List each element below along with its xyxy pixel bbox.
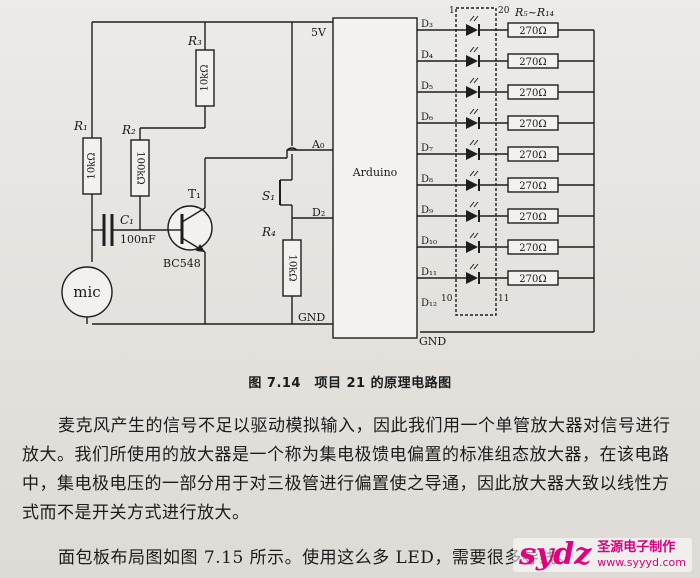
watermark-name: 圣源电子制作 xyxy=(597,540,676,555)
pin-label-10: D₁₂ xyxy=(421,298,437,309)
led-6 xyxy=(466,179,478,191)
s1-label: S₁ xyxy=(262,189,275,203)
pin-label-5: D₇ xyxy=(421,143,433,154)
t1-collector xyxy=(181,207,206,223)
pin-label-2: D₄ xyxy=(421,50,433,61)
led-bargraph-package xyxy=(455,7,497,316)
pin-label-6: D₈ xyxy=(421,174,433,185)
body-paragraph-1: 麦克风产生的信号不足以驱动模拟输入，因此我们用一个单管放大器对信号进行放大。我们… xyxy=(22,416,671,523)
c1-value: 100nF xyxy=(120,233,156,246)
pin-label-1: D₃ xyxy=(421,19,433,30)
arduino-label: Arduino xyxy=(352,166,398,179)
resistor-value-2: 270Ω xyxy=(519,57,546,68)
resistor-value-6: 270Ω xyxy=(519,181,546,192)
c1-name: C₁ xyxy=(120,213,134,227)
t1-part: BC548 xyxy=(163,257,201,270)
resistor-value-5: 270Ω xyxy=(519,150,546,161)
resistor-value-7: 270Ω xyxy=(519,212,546,223)
led-ray-a-1 xyxy=(469,15,475,22)
circuit-schematic: R₁ 10kΩ mic C₁ 100nF R₂ 100kΩ T₁ BC548 R… xyxy=(61,6,595,348)
r3-name: R₃ xyxy=(187,34,202,48)
gnd-label-right: GND xyxy=(419,335,446,348)
a0-label: A₀ xyxy=(311,138,325,151)
led-9 xyxy=(466,272,478,284)
pin-label-3: D₅ xyxy=(421,81,433,92)
led-ray-b-4 xyxy=(473,108,479,115)
r1-name: R₁ xyxy=(73,119,88,133)
led-ray-b-6 xyxy=(473,170,479,177)
pin-label-4: D₆ xyxy=(421,112,433,123)
led-ray-b-1 xyxy=(473,15,479,22)
bargraph-pin-11: 11 xyxy=(498,294,509,304)
led-1 xyxy=(466,24,478,36)
led-ray-a-7 xyxy=(469,201,475,208)
bargraph-pin-1: 1 xyxy=(449,6,455,16)
resistor-range-label: R₅~R₁₄ xyxy=(514,6,554,19)
resistor-value-4: 270Ω xyxy=(519,119,546,130)
led-ray-a-3 xyxy=(469,77,475,84)
r2-name: R₂ xyxy=(121,123,136,137)
bargraph-pin-10: 10 xyxy=(441,294,453,304)
led-ray-b-5 xyxy=(473,139,479,146)
r1-value: 10kΩ xyxy=(87,152,98,179)
site-watermark: sydz 圣源电子制作 www.syyyd.com xyxy=(512,537,692,572)
led-2 xyxy=(466,55,478,67)
figure-caption: 图 7.14 项目 21 的原理电路图 xyxy=(248,376,452,391)
led-7 xyxy=(466,210,478,222)
led-ray-b-7 xyxy=(473,201,479,208)
led-ray-a-8 xyxy=(469,232,475,239)
led-ray-b-9 xyxy=(473,263,479,270)
microphone-label: mic xyxy=(73,283,100,301)
resistor-value-3: 270Ω xyxy=(519,88,546,99)
r4-value: 10kΩ xyxy=(287,254,298,281)
led-ray-b-3 xyxy=(473,77,479,84)
led-ray-a-5 xyxy=(469,139,475,146)
resistor-value-9: 270Ω xyxy=(519,274,546,285)
led-ray-b-2 xyxy=(473,46,479,53)
resistor-value-1: 270Ω xyxy=(519,26,546,37)
watermark-logo: sydz xyxy=(518,537,592,572)
transistor-symbol xyxy=(167,205,213,251)
arduino-board xyxy=(332,17,418,339)
power-label: 5V xyxy=(311,26,327,39)
resistor-value-8: 270Ω xyxy=(519,243,546,254)
pin-label-7: D₉ xyxy=(421,205,433,216)
led-4 xyxy=(466,117,478,129)
gnd-label-left: GND xyxy=(298,311,325,324)
r2-value: 100kΩ xyxy=(135,151,146,184)
led-5 xyxy=(466,148,478,160)
t1-emitter-arrow xyxy=(196,244,205,252)
led-8 xyxy=(466,241,478,253)
bargraph-pin-20: 20 xyxy=(498,6,510,16)
watermark-url: www.syyyd.com xyxy=(597,556,686,569)
r3-value: 10kΩ xyxy=(200,64,211,91)
r4-name: R₄ xyxy=(261,225,276,239)
led-ray-a-2 xyxy=(469,46,475,53)
body-paragraph-2: 面包板布局图如图 7.15 所示。使用这么多 LED，需要很多导线。 xyxy=(58,548,575,568)
led-ray-b-8 xyxy=(473,232,479,239)
t1-name: T₁ xyxy=(188,187,201,201)
output-channels: D₃ 270Ω D₄ 270Ω D₅ 270Ω D₆ 270Ω D₇ 270Ω D₈ 270Ω D₉ 27… xyxy=(417,15,594,309)
led-ray-a-6 xyxy=(469,170,475,177)
pin-label-8: D₁₀ xyxy=(421,236,437,247)
d2-label: D₂ xyxy=(312,206,325,219)
led-ray-a-9 xyxy=(469,263,475,270)
led-ray-a-4 xyxy=(469,108,475,115)
led-3 xyxy=(466,86,478,98)
pin-label-9: D₁₁ xyxy=(421,267,437,278)
